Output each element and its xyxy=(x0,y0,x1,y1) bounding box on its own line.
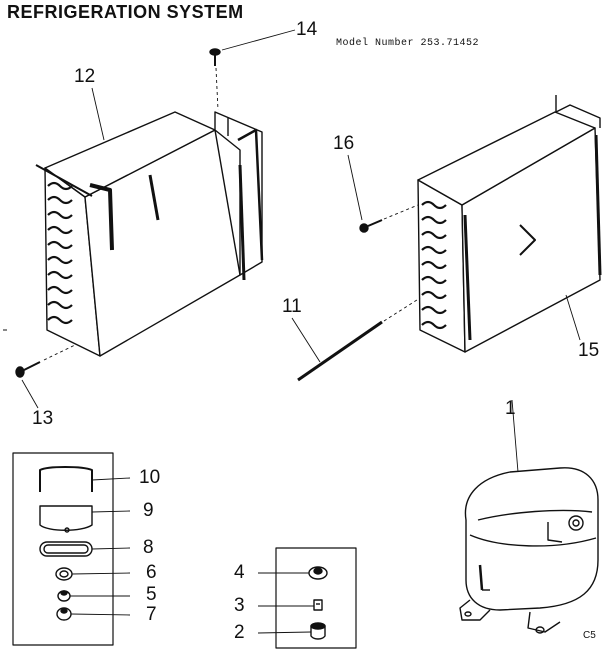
label-part-2: 2 xyxy=(234,622,245,643)
screw-14 xyxy=(209,29,296,111)
label-part-7: 7 xyxy=(146,604,157,625)
corner-code: C5 xyxy=(583,630,596,641)
label-part-13: 13 xyxy=(32,408,54,429)
evaporator-coil xyxy=(417,95,602,353)
label-part-1: 1 xyxy=(505,398,516,419)
label-part-3: 3 xyxy=(234,595,245,616)
label-part-14: 14 xyxy=(296,19,318,40)
rod-11 xyxy=(291,297,421,382)
diagram-title: REFRIGERATION SYSTEM xyxy=(7,2,244,22)
mounting-kit xyxy=(12,452,131,646)
label-part-8: 8 xyxy=(143,537,154,558)
compressor xyxy=(459,399,599,634)
label-part-4: 4 xyxy=(234,562,245,583)
condenser-coil xyxy=(35,111,264,357)
label-part-11: 11 xyxy=(282,296,302,317)
valve-parts xyxy=(257,547,357,649)
label-part-6: 6 xyxy=(146,562,157,583)
model-number: Model Number 253.71452 xyxy=(336,38,480,49)
label-part-10: 10 xyxy=(139,467,161,488)
screw-16 xyxy=(347,154,419,233)
label-part-16: 16 xyxy=(333,133,355,154)
label-part-9: 9 xyxy=(143,500,154,521)
label-part-5: 5 xyxy=(146,584,157,605)
label-part-12: 12 xyxy=(74,66,96,87)
screw-13 xyxy=(15,344,76,409)
label-part-15: 15 xyxy=(578,340,600,361)
